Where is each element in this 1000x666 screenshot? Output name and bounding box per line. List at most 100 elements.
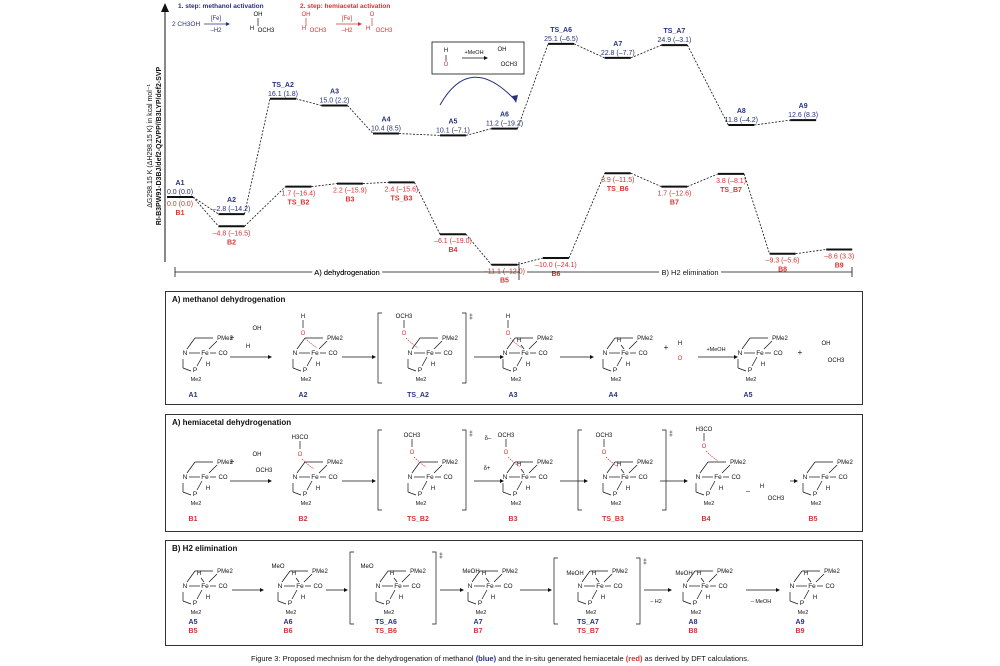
- red-state-label: B4: [448, 247, 457, 254]
- atom-h: H: [206, 362, 210, 368]
- meoh-tsa7: MeOH: [566, 571, 583, 577]
- meo-tsa6: MeO: [360, 564, 373, 570]
- reaction-arrow-head: [590, 355, 594, 359]
- substrate-top: OCH3: [396, 314, 413, 320]
- label-TS_B7: TS_B7: [577, 628, 599, 635]
- atom-pme2: PMe2: [612, 569, 628, 575]
- label-B5: B5: [809, 516, 818, 523]
- ts-bracket-right: [636, 557, 641, 625]
- substrate-top: OCH3: [596, 433, 613, 439]
- ts-bracket-left: [377, 429, 382, 511]
- blue-connector: [754, 119, 791, 126]
- atom-me2: Me2: [476, 610, 487, 616]
- bond-fe-p2: [196, 356, 203, 367]
- bond-fe-p: [828, 464, 838, 474]
- atom-co: CO: [444, 351, 453, 357]
- red-connector: [743, 173, 770, 254]
- reaction-arrow-head: [372, 479, 376, 483]
- atom-h: H: [706, 595, 710, 601]
- bond-h-fe: [393, 577, 398, 583]
- atom-h: H: [826, 486, 830, 492]
- ring2: [182, 491, 192, 496]
- atom-co: CO: [444, 475, 453, 481]
- bond-fe-p: [763, 340, 773, 350]
- atom-fe: Fe: [201, 583, 209, 590]
- red-state-label: B5: [500, 278, 509, 285]
- bond-fe-p: [628, 464, 638, 474]
- ring: [606, 337, 616, 350]
- bond-fe-p: [208, 464, 218, 474]
- formate-och3: OCH3: [768, 496, 785, 502]
- atom-pme2: PMe2: [217, 336, 233, 342]
- label-A9: A9: [796, 619, 805, 626]
- delta-plus: δ+: [484, 466, 491, 472]
- ts-dagger: ‡: [669, 431, 673, 438]
- reagent-label: 2 CH3OH: [172, 21, 200, 28]
- atom-pme2: PMe2: [327, 460, 343, 466]
- atom-h: H: [301, 595, 305, 601]
- red-value-label: 0.0 (0.0): [167, 201, 193, 208]
- atom-me2: Me2: [811, 501, 822, 507]
- atom-p: P: [386, 600, 390, 607]
- atom-p: P: [513, 367, 517, 374]
- atom-n: N: [183, 350, 188, 357]
- atom-h: H: [399, 595, 403, 601]
- plus: +: [230, 457, 235, 466]
- ring2: [375, 600, 385, 605]
- ring: [379, 570, 389, 583]
- atom-co: CO: [719, 584, 728, 590]
- inset-oh: OH: [498, 47, 507, 53]
- atom-p: P: [706, 491, 710, 498]
- label-A7: A7: [474, 619, 483, 626]
- atom-me2: Me2: [384, 610, 395, 616]
- atom-me2: Me2: [691, 610, 702, 616]
- atom-co: CO: [329, 351, 338, 357]
- atom-n: N: [603, 350, 608, 357]
- atom-h-top: H: [617, 462, 621, 468]
- atom-co: CO: [329, 475, 338, 481]
- ring2: [577, 600, 587, 605]
- label-B2: B2: [299, 516, 308, 523]
- atom-me2: Me2: [301, 377, 312, 383]
- ts-bracket-right: [462, 429, 467, 511]
- atom-co: CO: [412, 584, 421, 590]
- atom-fe: Fe: [311, 350, 319, 357]
- ring: [296, 337, 306, 350]
- ring: [281, 570, 291, 583]
- meoh-a7: MeOH: [462, 569, 479, 575]
- delta-minus: δ–: [485, 436, 492, 442]
- label-A2: A2: [299, 392, 308, 399]
- substrate-top: OCH3: [404, 433, 421, 439]
- bond-fe-p2: [591, 589, 598, 600]
- atom-p: P: [418, 367, 422, 374]
- ts-dagger: ‡: [469, 431, 473, 438]
- ring2: [407, 491, 417, 496]
- panel-h2-elimination-structures: FeNPPMe2COMe2HHA5B5FeNPPMe2COMe2HHA6B6Fe…: [183, 551, 841, 635]
- atom-me2: Me2: [586, 610, 597, 616]
- atom-n: N: [408, 350, 413, 357]
- bond-fe-p: [208, 340, 218, 350]
- atom-h-top: H: [617, 338, 621, 344]
- ring2: [292, 367, 302, 372]
- atom-n: N: [293, 474, 298, 481]
- substrate-o: O: [402, 331, 407, 337]
- atom-p: P: [193, 367, 197, 374]
- atom-n: N: [376, 583, 381, 590]
- label-TS_B2: TS_B2: [407, 516, 429, 523]
- atom-pme2: PMe2: [537, 460, 553, 466]
- y-axis-label-line1: ΔG298.15 K (ΔH298.15 K) in kcal mol⁻¹: [147, 84, 154, 208]
- bond-fe-p: [433, 340, 443, 350]
- inset-curved-arrow-head: [512, 95, 518, 103]
- atom-fe: Fe: [808, 583, 816, 590]
- bond-fe-p: [401, 573, 411, 583]
- ring: [686, 570, 696, 583]
- atom-me2: Me2: [416, 501, 427, 507]
- substrate-o: O: [702, 444, 707, 450]
- bond-fe-p: [528, 464, 538, 474]
